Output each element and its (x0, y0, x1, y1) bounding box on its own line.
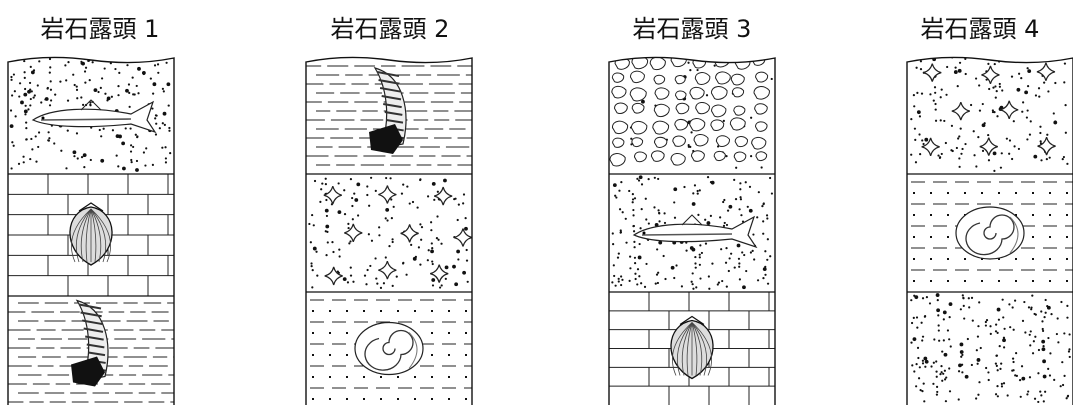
title-outcrop-4: 岩石露頭 4 (920, 15, 1040, 43)
outcrop-3-svg (608, 56, 776, 405)
layer-sandstone-star (308, 176, 472, 289)
outcrop-1-svg (7, 56, 175, 405)
outcrop-column-4 (906, 50, 1073, 405)
layer-conglomerate (609, 57, 773, 169)
ammonite-fossil (955, 206, 1025, 260)
layer-shale (8, 302, 174, 403)
title-outcrop-2: 岩石露頭 2 (330, 15, 450, 43)
outcrop-4-svg (906, 56, 1073, 405)
fish-fossil (31, 99, 157, 134)
ammonite-fossil (354, 321, 424, 376)
layer-sandstone (910, 293, 1071, 404)
horn-coral-fossil (369, 67, 407, 154)
layer-sandstone-star (910, 57, 1069, 173)
brachiopod-fossil (670, 315, 714, 380)
title-outcrop-1: 岩石露頭 1 (40, 15, 160, 43)
outcrop-column-2 (305, 50, 478, 405)
fish-fossil (632, 214, 758, 249)
title-outcrop-3: 岩石露頭 3 (632, 15, 752, 43)
horn-coral-fossil (71, 299, 109, 387)
brachiopod-fossil (69, 202, 113, 266)
outcrop-2-svg (305, 56, 473, 405)
layer-siltstone (911, 181, 1073, 282)
outcrop-column-1 (7, 50, 180, 405)
outcrop-column-3 (608, 50, 781, 405)
layer-sandstone (9, 57, 172, 172)
